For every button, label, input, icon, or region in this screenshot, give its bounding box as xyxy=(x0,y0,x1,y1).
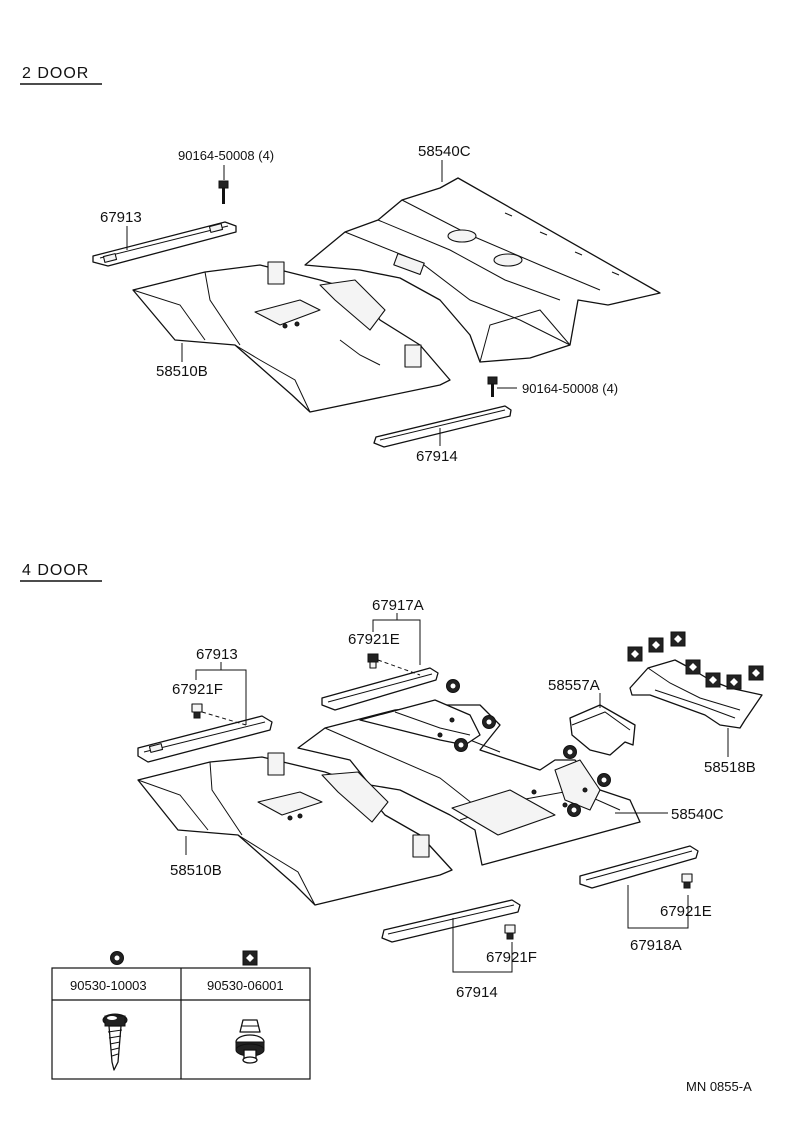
part-number-label: 67917A xyxy=(372,597,424,614)
circle-nut-icon xyxy=(482,715,496,729)
floor-pan-main-4door xyxy=(297,704,641,866)
part-number-label: 67921E xyxy=(660,903,712,920)
part-number-label: 58518B xyxy=(704,759,756,776)
sill-plate-right-2door xyxy=(373,405,512,448)
sill-plate-upper-4door xyxy=(321,667,439,711)
part-number-label: 67914 xyxy=(456,984,498,1001)
circle-nut-icon xyxy=(597,773,611,787)
diamond-clip-icon xyxy=(685,659,701,675)
part-number-label: 67921F xyxy=(486,949,537,966)
bracket-58557a xyxy=(569,704,636,756)
bolt-icon xyxy=(487,376,498,397)
clip-icon xyxy=(504,924,516,940)
clip-icon xyxy=(681,873,693,889)
floor-pan-front-2door xyxy=(132,261,451,413)
sill-plate-left-2door xyxy=(92,221,237,267)
circle-nut-icon xyxy=(563,745,577,759)
diamond-clip-icon xyxy=(648,637,664,653)
section-four-door: 4 DOOR xyxy=(20,562,764,1001)
drawing-code: MN 0855-A xyxy=(686,1079,752,1094)
floor-pan-front-4door xyxy=(137,752,453,906)
part-number-label: 67918A xyxy=(630,937,682,954)
part-number-label: 67914 xyxy=(416,448,458,465)
bolt-icon xyxy=(218,180,229,204)
tapping-screw-icon xyxy=(102,1013,128,1071)
part-number-label: 90164-50008 (4) xyxy=(522,381,618,396)
circle-nut-icon xyxy=(446,679,460,693)
section-heading-four-door: 4 DOOR xyxy=(22,562,89,579)
part-number-label: 90164-50008 (4) xyxy=(178,148,274,163)
circle-nut-icon xyxy=(110,951,124,965)
rear-panel-58518b xyxy=(629,659,763,729)
clip-icon xyxy=(367,653,379,669)
part-number-label: 58510B xyxy=(156,363,208,380)
part-number-label: 67913 xyxy=(196,646,238,663)
sill-plate-left-4door xyxy=(137,715,273,763)
diamond-clip-icon xyxy=(627,646,643,662)
diamond-clip-icon xyxy=(242,950,258,966)
part-number-label: 58540C xyxy=(671,806,724,823)
part-number-label: 67913 xyxy=(100,209,142,226)
diamond-clip-icon xyxy=(748,665,764,681)
clip-icon xyxy=(191,703,203,719)
fastener-legend: 90530-10003 90530-06001 xyxy=(51,950,311,1080)
part-number-label: 58510B xyxy=(170,862,222,879)
floor-pan-main-2door xyxy=(304,177,661,363)
sill-plate-lower-right-4door xyxy=(579,845,699,889)
circle-nut-icon xyxy=(567,803,581,817)
legend-part-number: 90530-10003 xyxy=(70,978,147,993)
part-number-label: 67921F xyxy=(172,681,223,698)
section-heading-two-door: 2 DOOR xyxy=(22,65,89,82)
floor-panel-center-4door xyxy=(359,699,481,746)
part-number-label: 67921E xyxy=(348,631,400,648)
section-two-door: 2 DOOR xyxy=(20,65,661,465)
push-clip-icon xyxy=(235,1019,265,1064)
circle-nut-icon xyxy=(454,738,468,752)
diamond-clip-icon xyxy=(726,674,742,690)
diamond-clip-icon xyxy=(670,631,686,647)
part-number-label: 58540C xyxy=(418,143,471,160)
part-number-label: 58557A xyxy=(548,677,600,694)
legend-part-number: 90530-06001 xyxy=(207,978,284,993)
sill-plate-lower-4door xyxy=(381,899,521,943)
diamond-clip-icon xyxy=(705,672,721,688)
